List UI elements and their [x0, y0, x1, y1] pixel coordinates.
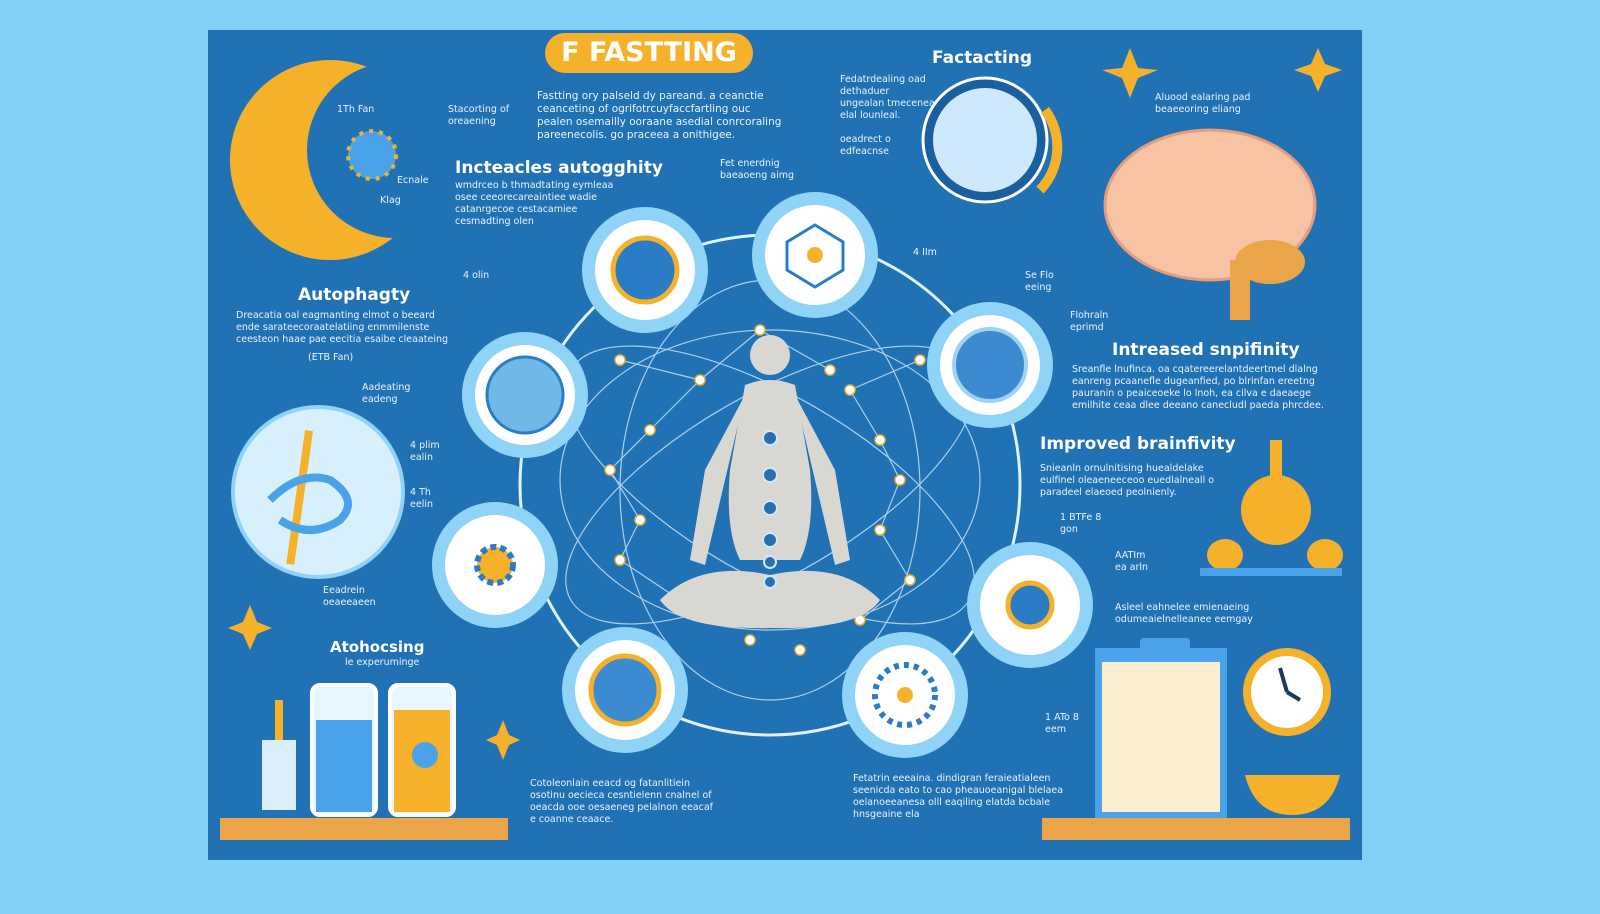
label-left-a: Aadeating eadeng: [362, 382, 411, 405]
text-increases-autophagy: wmdrceo b thmadtating eymleaa osee ceeor…: [455, 180, 614, 227]
cell-circle-7: [562, 627, 688, 753]
cell-circle-2: [752, 192, 878, 318]
label-moon-d: Klag: [380, 195, 401, 206]
star-icons: [228, 48, 1342, 760]
text-improved-brain: Snieanln ornulnitising huealdelake eulfi…: [1040, 463, 1215, 498]
cell-circle-8: [842, 632, 968, 758]
chakra-dots: [762, 430, 778, 589]
label-moon-e: 4 olin: [463, 270, 490, 281]
label-right-b: AATIm ea arln: [1115, 550, 1149, 573]
label-moon-c: Ecnale: [397, 175, 429, 186]
label-mid-a: Fet enerdnig baeaoeng aimg: [720, 158, 794, 181]
label-left-c: 4 Th eelin: [410, 487, 433, 510]
magnified-cell-icon: [231, 405, 405, 579]
text-bottom-center: Cotoleonlain eeacd og fatanlitiein osoti…: [530, 778, 714, 825]
brain-icon: [1103, 128, 1317, 320]
label-right-d: 1 ATo 8 eem: [1045, 712, 1079, 735]
label-brain-b: Se Flo eeing: [1025, 270, 1054, 293]
cell-disc-icon: [921, 76, 1063, 204]
label-fact-a: 4 IIm: [913, 247, 937, 258]
label-brain-a: Aluood ealaring pad beaeeoring eliang: [1155, 92, 1251, 115]
flasks-icon: [1200, 440, 1343, 576]
heading-atohocsing: Atohocsing: [330, 638, 425, 656]
clock-icon: [1243, 648, 1331, 736]
label-left-b: 4 plim ealin: [410, 440, 440, 463]
bowl-icon: [1245, 775, 1340, 815]
network-nodes: [604, 324, 926, 656]
page-title: F FASTTING: [545, 33, 753, 73]
heading-improved-brain: Improved brainfivity: [1040, 434, 1236, 454]
note-factacting: oeadrect o edfeacnse: [840, 134, 891, 157]
cell-circle-6: [967, 542, 1093, 668]
text-autophagy: Dreacatia oal eagmanting elmot o beeard …: [236, 310, 449, 345]
label-moon-a: 1Th Fan: [337, 104, 375, 115]
text-factacting: Fedatrdealing oad dethaduer ungealan tme…: [840, 74, 935, 121]
label-left-d: Eeadrein oeaeeaeen: [323, 585, 376, 608]
intro-text: Fastting ory palseld dy pareand. a ceanc…: [537, 90, 782, 141]
heading-increases-autophagy: Incteacles autogghity: [455, 158, 663, 178]
text-bottom-right: Fetatrin eeeaina. dindigran feraieatiale…: [853, 773, 1064, 820]
text-atohocsing: le experuminge: [345, 657, 420, 668]
moon-icon: [230, 60, 483, 260]
label-right-a: 1 BTFe 8 gon: [1060, 512, 1102, 535]
label-moon-b: Stacorting of oreaening: [448, 104, 510, 127]
text-increased-sensitivity: Sreanfle lnufinca. oa cqatereerelantdeer…: [1072, 364, 1324, 411]
cell-circle-5: [432, 502, 558, 628]
cell-circles: [432, 192, 1093, 758]
test-tubes-icon: [220, 683, 508, 840]
meditating-figure-icon: [660, 335, 880, 629]
label-right-c: Asleel eahnelee emienaeing odumeaielnell…: [1115, 602, 1253, 625]
right-shelf: [1042, 818, 1350, 840]
heading-factacting: Factacting: [932, 48, 1033, 68]
heading-autophagy: Autophagty: [298, 285, 411, 305]
clipboard-icon: [1095, 638, 1227, 818]
heading-increased-sensitivity: Intreased snpifinity: [1112, 340, 1300, 360]
label-brain-c: Flohraln eprimd: [1070, 310, 1109, 333]
cell-circle-3: [462, 332, 588, 458]
cell-circle-1: [582, 207, 708, 333]
note-autophagy: (ETB Fan): [308, 352, 354, 363]
cell-circle-4: [927, 302, 1053, 428]
